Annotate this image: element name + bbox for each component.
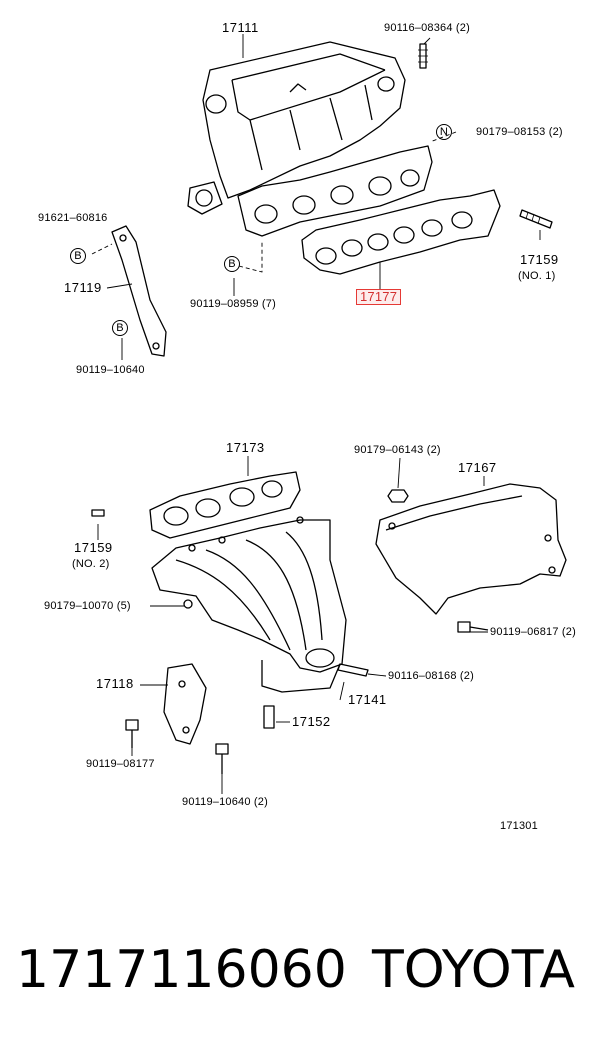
label-90119-10640-2: 90119–10640 (2) [182,796,268,808]
label-17118: 17118 [96,676,134,691]
label-90179-06143: 90179–06143 (2) [354,444,441,456]
nut-06143 [387,489,409,503]
label-17173: 17173 [226,440,265,455]
label-17141: 17141 [348,692,387,707]
label-17167: 17167 [458,460,497,475]
label-90119-10640: 90119–10640 [76,364,145,376]
label-17111: 17111 [222,20,259,35]
marker-b-1: B [70,248,86,264]
label-90119-06817: 90119–06817 (2) [490,626,576,638]
stud-08168 [337,663,369,677]
gasket-17173-drawing [149,471,301,539]
exhaust-manifold-drawing [151,516,347,693]
label-17119: 17119 [64,280,102,295]
label-90116-08168: 90116–08168 (2) [388,670,474,682]
label-90119-08959: 90119–08959 (7) [190,298,276,310]
stud-top [418,43,428,69]
brand-name: TOYOTA [372,940,575,1000]
label-no2: (NO. 2) [72,558,110,570]
stud-17159-no2 [91,509,105,517]
label-90119-08177: 90119–08177 [86,758,155,770]
marker-n: N [436,124,452,140]
marker-b-3: B [224,256,240,272]
bracket-17118-drawing [163,663,207,745]
label-90179-10070: 90179–10070 (5) [44,600,131,612]
intake-manifold-drawing [187,41,433,237]
heat-insulator-drawing [375,483,567,615]
leaders-bottom [97,456,488,794]
leaders-top [91,34,541,360]
bolts-bottom [125,599,275,774]
diagram-id: 171301 [500,820,538,832]
label-17177-highlighted[interactable]: 17177 [356,289,402,305]
label-17159-no2: 17159 [74,540,113,555]
part-number: 1717116060 [16,940,347,1000]
parts-diagram [91,34,567,794]
label-90179-08153: 90179–08153 (2) [476,126,563,138]
gasket-17177-drawing [301,189,501,275]
bracket-17119-drawing [111,225,167,357]
label-17159-no1: 17159 [520,252,559,267]
label-17152: 17152 [292,714,331,729]
label-no1: (NO. 1) [518,270,556,282]
marker-b-2: B [112,320,128,336]
bolt-06817 [457,621,489,633]
stud-17159-no1 [519,209,553,229]
label-91621-60816: 91621–60816 [38,212,108,224]
label-90116-08364: 90116–08364 (2) [384,22,470,34]
